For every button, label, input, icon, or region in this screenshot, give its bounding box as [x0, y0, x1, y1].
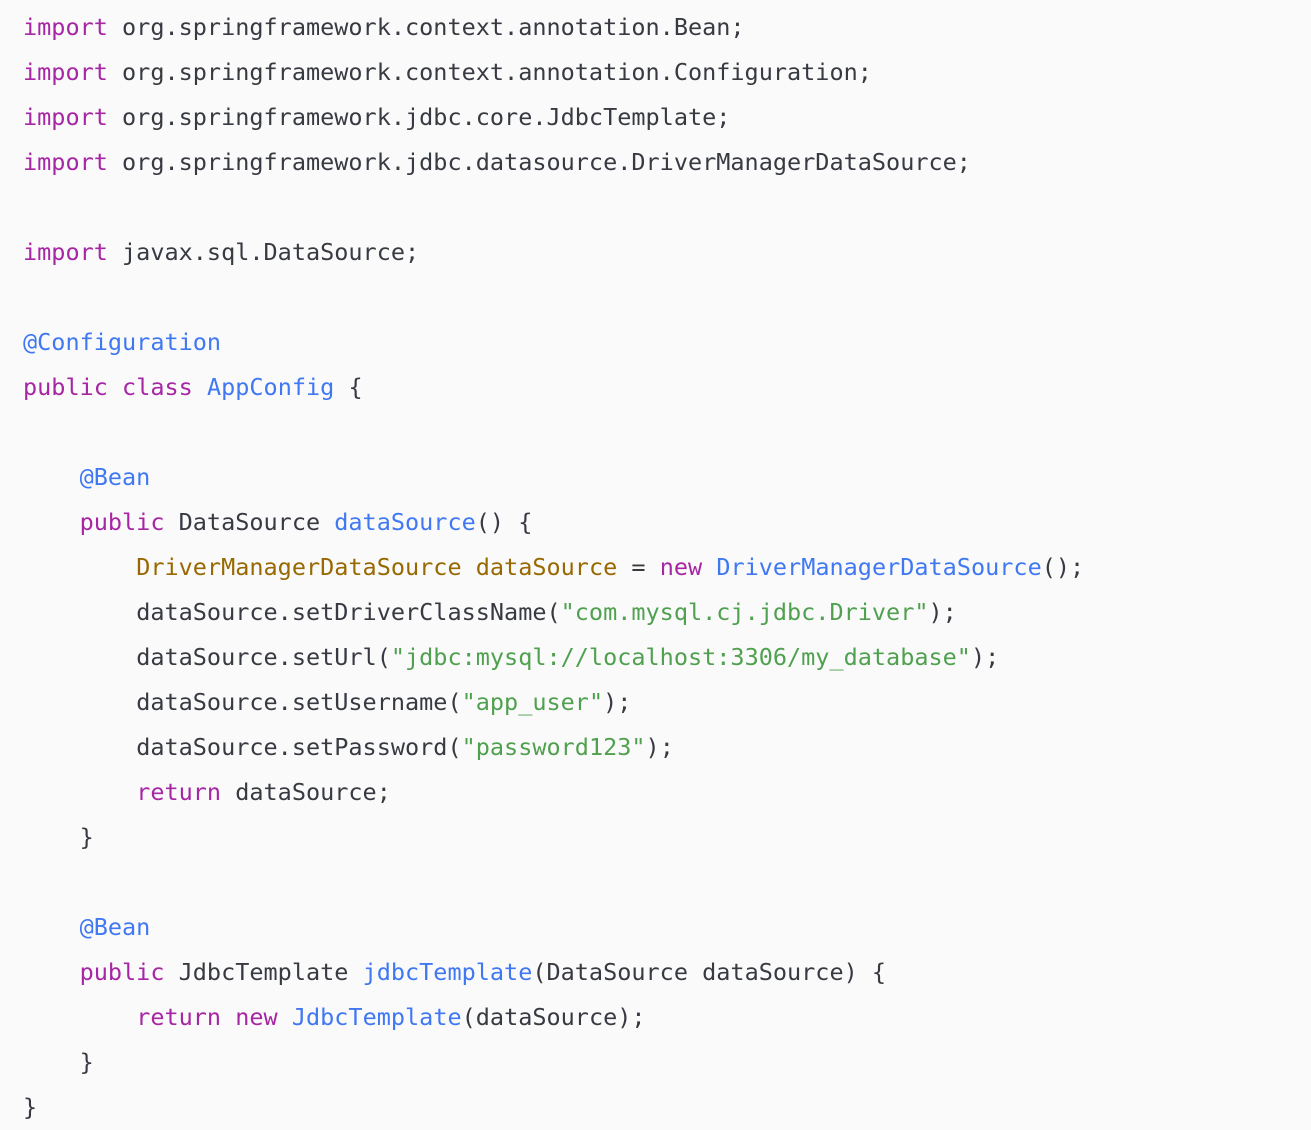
code-token: }	[79, 1048, 94, 1076]
code-token: AppConfig	[206, 373, 335, 401]
code-indent	[23, 688, 136, 716]
code-line: ​	[23, 185, 1311, 230]
code-line: dataSource.setDriverClassName("com.mysql…	[23, 590, 1311, 635]
code-indent	[23, 823, 80, 851]
code-indent	[23, 1048, 80, 1076]
code-line: @Configuration	[23, 320, 1311, 365]
code-token: dataSource;	[221, 778, 391, 806]
code-token: new	[235, 1003, 278, 1031]
code-token: jdbcTemplate	[362, 958, 533, 986]
code-token: dataSource	[475, 553, 618, 581]
code-indent	[23, 1003, 136, 1031]
code-token: org.springframework.jdbc.datasource.Driv…	[107, 148, 971, 176]
code-token: "app_user"	[461, 688, 604, 716]
code-token: {	[334, 373, 363, 401]
code-token: import	[23, 148, 108, 176]
code-line: ​	[23, 860, 1311, 905]
code-token: dataSource.setUsername(	[136, 688, 462, 716]
code-line: import javax.sql.DataSource;	[23, 230, 1311, 275]
code-token: =	[617, 553, 660, 581]
code-token: DataSource	[164, 508, 335, 536]
code-line: DriverManagerDataSource dataSource = new…	[23, 545, 1311, 590]
code-token: "jdbc:mysql://localhost:3306/my_database…	[390, 643, 971, 671]
code-line: import org.springframework.context.annot…	[23, 50, 1311, 95]
code-token: org.springframework.jdbc.core.JdbcTempla…	[107, 103, 731, 131]
code-line: }	[23, 815, 1311, 860]
code-token: );	[970, 643, 1000, 671]
code-token: import	[23, 103, 108, 131]
code-indent	[23, 913, 80, 941]
code-line: }	[23, 1040, 1311, 1085]
code-token: org.springframework.context.annotation.B…	[107, 13, 745, 41]
code-token: public	[79, 508, 165, 536]
code-indent	[23, 778, 136, 806]
code-token: org.springframework.context.annotation.C…	[107, 58, 872, 86]
code-token	[702, 553, 716, 581]
code-lines: import org.springframework.context.annot…	[23, 5, 1311, 1130]
code-indent	[23, 958, 80, 986]
code-token: }	[23, 1093, 38, 1121]
code-token: dataSource	[334, 508, 476, 536]
code-token: @Configuration	[23, 328, 222, 356]
code-token: ();	[1041, 553, 1085, 581]
code-token: class	[122, 373, 193, 401]
code-line: return dataSource;	[23, 770, 1311, 815]
code-line: ​	[23, 275, 1311, 320]
code-line: public class AppConfig {	[23, 365, 1311, 410]
code-token: import	[23, 13, 108, 41]
code-token: "com.mysql.cj.jdbc.Driver"	[560, 598, 929, 626]
code-token: dataSource.setPassword(	[136, 733, 462, 761]
code-token: "password123"	[461, 733, 646, 761]
code-line: public JdbcTemplate jdbcTemplate(DataSou…	[23, 950, 1311, 995]
code-token: new	[659, 553, 703, 581]
code-token	[108, 373, 122, 401]
code-indent	[23, 463, 80, 491]
code-line: dataSource.setUsername("app_user");	[23, 680, 1311, 725]
code-indent	[23, 733, 136, 761]
code-token	[278, 1003, 292, 1031]
code-line: dataSource.setUrl("jdbc:mysql://localhos…	[23, 635, 1311, 680]
code-token: dataSource.setDriverClassName(	[136, 598, 561, 626]
code-token: return	[136, 778, 222, 806]
code-indent	[23, 643, 136, 671]
code-token: );	[645, 733, 674, 761]
code-line: }	[23, 1085, 1311, 1130]
code-token: import	[23, 58, 108, 86]
code-indent	[23, 598, 136, 626]
code-indent	[23, 553, 136, 581]
code-line: @Bean	[23, 905, 1311, 950]
code-token: @Bean	[79, 913, 151, 941]
code-token: }	[79, 823, 94, 851]
code-token: JdbcTemplate	[291, 1003, 462, 1031]
code-indent	[23, 508, 80, 536]
code-line: public DataSource dataSource() {	[23, 500, 1311, 545]
code-line: import org.springframework.context.annot…	[23, 5, 1311, 50]
code-token: public	[23, 373, 108, 401]
code-token: javax.sql.DataSource;	[107, 238, 420, 266]
code-token: import	[23, 238, 108, 266]
code-line: import org.springframework.jdbc.datasour…	[23, 140, 1311, 185]
code-token: () {	[475, 508, 533, 536]
code-token: (DataSource dataSource) {	[532, 958, 887, 986]
code-token: );	[928, 598, 957, 626]
code-token: DriverManagerDataSource	[716, 553, 1042, 581]
code-token: JdbcTemplate	[164, 958, 363, 986]
code-token: DriverManagerDataSource	[136, 553, 462, 581]
code-token	[462, 553, 476, 581]
code-token: public	[79, 958, 165, 986]
code-line: return new JdbcTemplate(dataSource);	[23, 995, 1311, 1040]
code-token: @Bean	[79, 463, 151, 491]
code-token: return	[136, 1003, 222, 1031]
code-line: ​	[23, 410, 1311, 455]
code-token: (dataSource);	[461, 1003, 646, 1031]
code-line: dataSource.setPassword("password123");	[23, 725, 1311, 770]
code-line: @Bean	[23, 455, 1311, 500]
code-line: import org.springframework.jdbc.core.Jdb…	[23, 95, 1311, 140]
code-token: );	[603, 688, 632, 716]
code-token: dataSource.setUrl(	[136, 643, 391, 671]
code-token	[221, 1003, 235, 1031]
code-token	[193, 373, 207, 401]
